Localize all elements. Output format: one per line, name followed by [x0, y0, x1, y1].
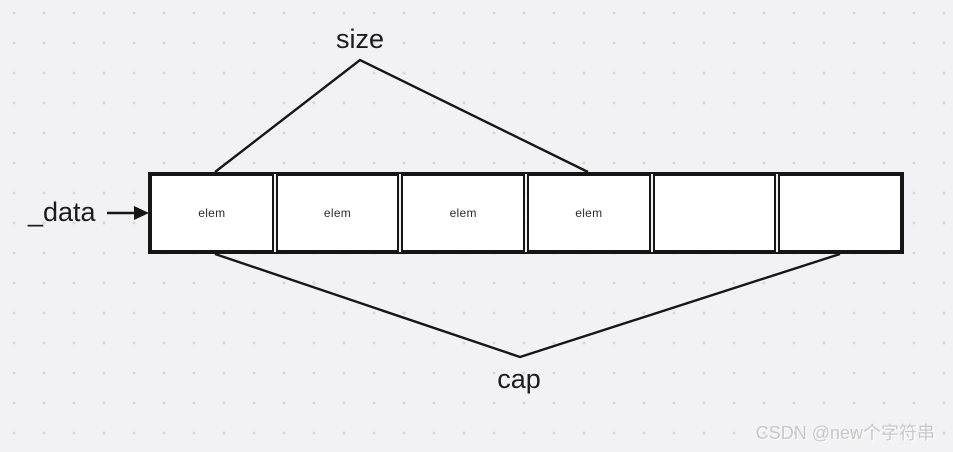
- vector-array: elem elem elem elem: [148, 172, 904, 254]
- array-cell: [778, 174, 903, 252]
- data-pointer-label: _data: [28, 197, 96, 227]
- array-cell: elem: [401, 174, 526, 252]
- cap-bracket-line: [214, 252, 841, 359]
- size-bracket-line: [214, 58, 589, 174]
- array-cell-label: elem: [449, 206, 477, 220]
- array-cell: elem: [527, 174, 651, 252]
- cap-label: cap: [497, 364, 541, 394]
- array-cell-label: elem: [575, 206, 603, 220]
- array-cell: elem: [150, 174, 274, 252]
- size-label: size: [335, 24, 385, 54]
- array-cell-label: elem: [198, 206, 226, 220]
- watermark: CSDN @new个字符串: [755, 423, 935, 443]
- data-pointer-arrowhead-icon: [134, 206, 149, 220]
- array-cell: elem: [275, 174, 400, 252]
- array-cell: [652, 174, 777, 252]
- array-cell-label: elem: [323, 206, 352, 220]
